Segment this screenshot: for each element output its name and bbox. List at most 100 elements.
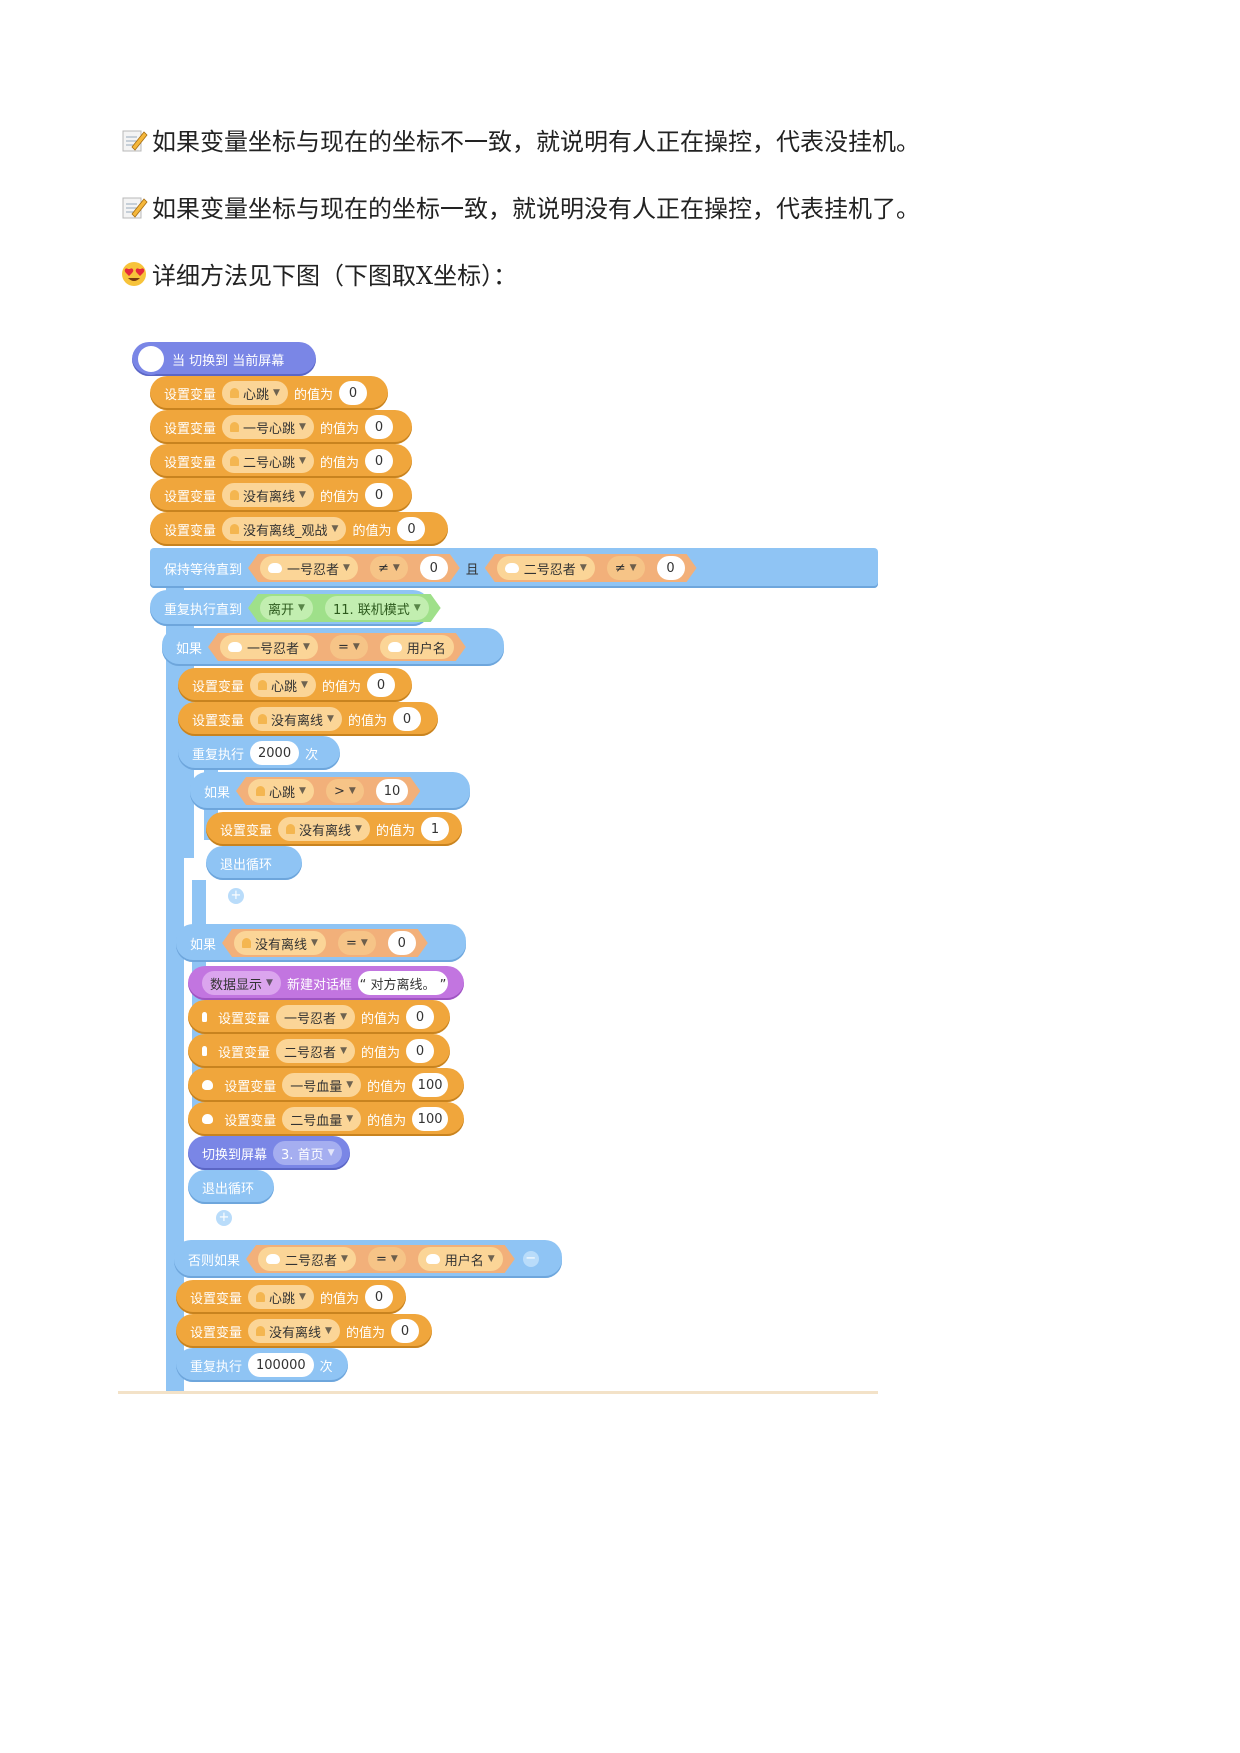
operator-dropdown[interactable]: =▼ [330,635,368,659]
break-loop-block-2[interactable]: 退出循环 [188,1170,274,1204]
value-input[interactable]: 0 [388,931,416,955]
value-input[interactable]: 0 [392,707,421,731]
set-var-heartbeat-2[interactable]: 设置变量 心跳▼ 的值为 0 [178,668,412,702]
mode-dropdown[interactable]: 11. 联机模式▼ [325,596,429,620]
chevron-down-icon: ▼ [299,786,306,796]
set-var-heartbeat[interactable]: 设置变量 心跳▼ 的值为 0 [150,376,388,410]
var-dropdown[interactable]: 二号心跳▼ [222,449,314,473]
if-block-3[interactable]: 如果 没有离线▼ =▼ 0 [176,924,466,962]
cloud-var-dropdown[interactable]: 用户名▼ [418,1247,503,1271]
chevron-down-icon: ▼ [327,714,334,724]
value-input[interactable]: 0 [364,415,393,439]
repeat-count-input[interactable]: 2000 [250,741,300,765]
cloud-set-hp1[interactable]: 设置变量 一号血量▼ 的值为 100 [188,1068,464,1102]
if-block-1[interactable]: 如果 一号忍者▼ =▼ 用户名 [162,628,504,666]
var-dropdown[interactable]: 一号心跳▼ [222,415,314,439]
data-show-dropdown[interactable]: 数据显示▼ [202,971,281,995]
value-input[interactable]: 0 [397,517,426,541]
var-dropdown[interactable]: 没有离线_观战▼ [222,517,347,541]
var-dropdown[interactable]: 没有离线▼ [234,931,326,955]
cloud-var-dropdown[interactable]: 二号忍者▼ [497,556,595,580]
var-dropdown[interactable]: 心跳▼ [248,1285,314,1309]
set-var-heartbeat-3[interactable]: 设置变量 心跳▼ 的值为 0 [176,1280,406,1314]
var-name: 一号血量 [290,1079,343,1095]
add-branch-plus-icon[interactable]: + [216,1210,232,1226]
operator-dropdown[interactable]: =▼ [368,1247,406,1271]
var-dropdown[interactable]: 一号血量▼ [282,1073,362,1097]
operator-dropdown[interactable]: ≠▼ [607,556,645,580]
value-input[interactable]: 1 [420,817,449,841]
set-var-offline-watch[interactable]: 设置变量 没有离线_观战▼ 的值为 0 [150,512,448,546]
value-input[interactable]: 0 [364,1285,393,1309]
set-var-offline-4[interactable]: 设置变量 没有离线▼ 的值为 0 [176,1314,432,1348]
ghost-icon [258,680,268,690]
set-var-label: 设置变量 [164,421,217,437]
add-branch-plus-icon[interactable]: + [228,888,244,904]
var-dropdown[interactable]: 心跳▼ [250,673,316,697]
value-input[interactable]: 0 [657,556,685,580]
cloud-var-dropdown[interactable]: 一号忍者▼ [260,556,358,580]
switch-screen-block[interactable]: 切换到屏幕 3. 首页▼ [188,1136,350,1170]
chevron-down-icon: ▼ [579,563,587,573]
var-dropdown[interactable]: 没有离线▼ [222,483,314,507]
repeat-until-block[interactable]: 重复执行直到 离开▼ 11. 联机模式▼ [150,590,430,626]
neq-condition-2[interactable]: 二号忍者▼ ≠▼ 0 [485,554,697,582]
paragraph-3: 详细方法见下图（下图取X坐标）： [120,256,517,291]
ghost-icon [256,1292,266,1302]
set-var-hb2[interactable]: 设置变量 二号心跳▼ 的值为 0 [150,444,412,478]
var-dropdown[interactable]: 心跳▼ [248,779,314,803]
operator-dropdown[interactable]: ≠▼ [370,556,408,580]
eq-condition[interactable]: 二号忍者▼ =▼ 用户名▼ [246,1245,515,1273]
gt-condition[interactable]: 心跳▼ >▼ 10 [236,777,420,805]
set-var-hb1[interactable]: 设置变量 一号心跳▼ 的值为 0 [150,410,412,444]
value-input[interactable]: 0 [406,1005,434,1029]
eq-condition[interactable]: 一号忍者▼ =▼ 用户名 [208,633,466,661]
cloud-var-dropdown[interactable]: 用户名 [380,635,454,659]
value-input[interactable]: 0 [364,449,393,473]
cloud-set-hp2[interactable]: 设置变量 二号血量▼ 的值为 100 [188,1102,464,1136]
var-dropdown[interactable]: 二号忍者▼ [276,1039,355,1063]
else-if-block[interactable]: 否则如果 二号忍者▼ =▼ 用户名▼ − [174,1240,562,1278]
var-dropdown[interactable]: 一号忍者▼ [276,1005,355,1029]
value-input[interactable]: 0 [420,556,448,580]
value-input[interactable]: 0 [390,1319,419,1343]
operator-dropdown[interactable]: =▼ [338,931,376,955]
operator-dropdown[interactable]: >▼ [326,779,364,803]
hat-block[interactable]: 当 切换到 当前屏幕 [132,342,316,376]
neq-condition-1[interactable]: 一号忍者▼ ≠▼ 0 [248,554,460,582]
var-dropdown[interactable]: 没有离线▼ [278,817,370,841]
ghost-icon [256,1326,266,1336]
break-loop-block-1[interactable]: 退出循环 [206,846,302,880]
repeat-100000-block[interactable]: 重复执行 100000 次 [176,1348,348,1382]
leave-dropdown[interactable]: 离开▼ [260,596,313,620]
repeat-count-input[interactable]: 100000 [248,1353,314,1377]
dialog-text-input[interactable]: “ 对方离线。 ” [357,971,448,995]
value-input[interactable]: 10 [376,779,409,803]
var-dropdown[interactable]: 没有离线▼ [248,1319,340,1343]
chevron-down-icon: ▼ [629,563,637,573]
value-input[interactable]: 0 [338,381,367,405]
var-dropdown[interactable]: 二号血量▼ [282,1107,362,1131]
wait-until-block[interactable]: 保持等待直到 一号忍者▼ ≠▼ 0 且 二号忍者▼ ≠▼ 0 [150,548,878,588]
data-show-block[interactable]: 数据显示▼ 新建对话框 “ 对方离线。 ” [188,966,464,1000]
cloud-set-ninja1[interactable]: 设置变量 一号忍者▼ 的值为 0 [188,1000,450,1034]
set-var-offline-2[interactable]: 设置变量 没有离线▼ 的值为 0 [178,702,438,736]
cloud-set-ninja2[interactable]: 设置变量 二号忍者▼ 的值为 0 [188,1034,450,1068]
var-dropdown[interactable]: 没有离线▼ [250,707,342,731]
value-input[interactable]: 100 [412,1073,448,1097]
if-block-2[interactable]: 如果 心跳▼ >▼ 10 [190,772,470,810]
var-dropdown[interactable]: 心跳▼ [222,381,288,405]
value-input[interactable]: 0 [364,483,393,507]
repeat-2000-block[interactable]: 重复执行 2000 次 [178,736,340,770]
leave-condition[interactable]: 离开▼ 11. 联机模式▼ [248,594,441,622]
remove-branch-minus-icon[interactable]: − [522,1251,539,1267]
value-input[interactable]: 100 [412,1107,448,1131]
set-var-offline[interactable]: 设置变量 没有离线▼ 的值为 0 [150,478,412,512]
eq-condition[interactable]: 没有离线▼ =▼ 0 [222,929,428,957]
value-input[interactable]: 0 [366,673,395,697]
cloud-var-dropdown[interactable]: 一号忍者▼ [220,635,318,659]
value-input[interactable]: 0 [406,1039,434,1063]
screen-dropdown[interactable]: 3. 首页▼ [273,1141,343,1165]
cloud-var-dropdown[interactable]: 二号忍者▼ [258,1247,356,1271]
set-var-offline-3[interactable]: 设置变量 没有离线▼ 的值为 1 [206,812,462,846]
